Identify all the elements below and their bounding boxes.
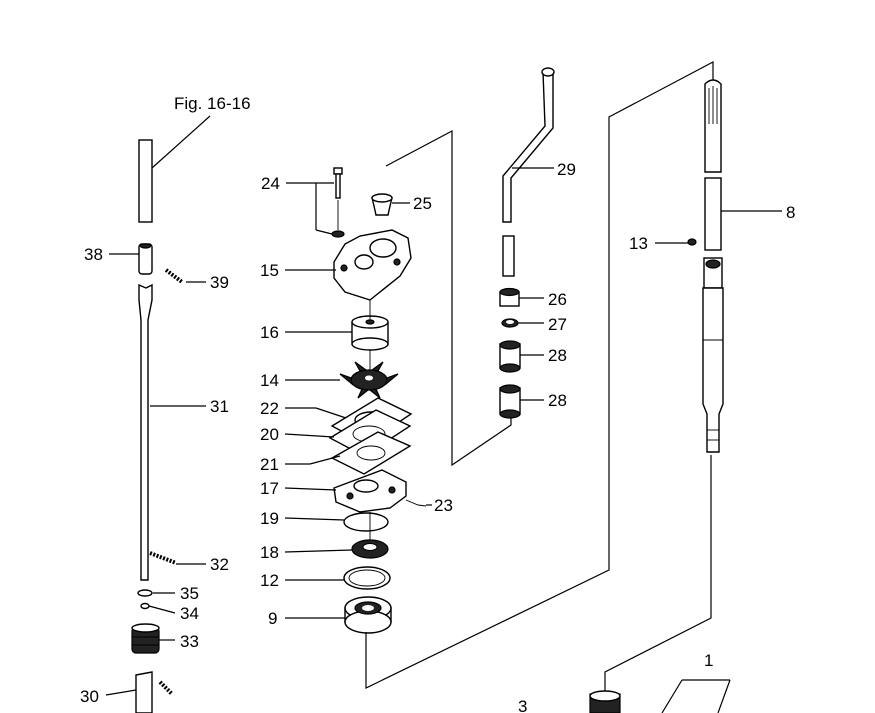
callout-16: 16 (260, 323, 279, 342)
part-8-drive-shaft-mid (704, 177, 722, 251)
upper-shift-rod (138, 139, 153, 223)
callout-25: 25 (413, 194, 432, 213)
part-38-top (139, 243, 152, 249)
part-35-oring (137, 589, 153, 597)
callout-28b: 28 (548, 391, 567, 410)
callout-20: 20 (260, 425, 279, 444)
part-13-key (687, 238, 697, 246)
callout-38: 38 (84, 245, 103, 264)
part-32-pin (149, 551, 177, 565)
drive-shaft-assembly (687, 79, 724, 453)
callout-24: 24 (261, 174, 280, 193)
callout-15: 15 (260, 261, 279, 280)
callout-18: 18 (260, 543, 279, 562)
part-12-ring (343, 566, 391, 590)
callout-33: 33 (180, 632, 199, 651)
callout-1: 1 (704, 651, 713, 670)
pump-to-tube-bracket (385, 130, 512, 467)
callout-3: 3 (518, 697, 527, 713)
part-29-water-tube (502, 71, 554, 223)
callout-29: 29 (557, 160, 576, 179)
callout-8: 8 (786, 203, 795, 222)
callout-23: 23 (434, 496, 453, 515)
callout-21: 21 (260, 455, 279, 474)
part-23-pin (405, 499, 427, 507)
callout-34: 34 (180, 604, 199, 623)
figure-title-leader (151, 115, 211, 169)
callout-19: 19 (260, 509, 279, 528)
water-pump-assembly (328, 167, 427, 634)
part-39-pin (164, 268, 184, 284)
figure-title: Fig. 16-16 (174, 94, 251, 113)
callout-9: 9 (268, 609, 277, 628)
water-tube-lower (502, 235, 515, 277)
callout-26: 26 (548, 290, 567, 309)
part-24-bolt-head (333, 167, 343, 175)
part-21-gasket (330, 431, 412, 475)
callout-28a: 28 (548, 346, 567, 365)
part-24-bolt (335, 173, 341, 199)
lower-housing (589, 679, 731, 713)
water-tube-assembly (499, 67, 555, 419)
part-30-cam (135, 671, 153, 713)
part-19-oring (343, 512, 389, 532)
shift-rod-assembly (131, 139, 184, 713)
callout-17: 17 (260, 479, 279, 498)
callout-12: 12 (260, 571, 279, 590)
part-24-washer (331, 230, 345, 238)
part-34-washer (140, 602, 150, 610)
bearing-to-driveshaft-bracket (365, 61, 714, 689)
driveshaft-to-housing-bracket (604, 455, 712, 694)
callout-13: 13 (629, 234, 648, 253)
callout-39: 39 (210, 273, 229, 292)
callout-30: 30 (80, 687, 99, 706)
drive-shaft-lower (702, 287, 724, 453)
callout-14: 14 (260, 371, 279, 390)
callout-27: 27 (548, 315, 567, 334)
part-31-shift-rod (138, 283, 153, 581)
callout-35: 35 (180, 584, 199, 603)
callout-31: 31 (210, 397, 229, 416)
callout-32: 32 (210, 555, 229, 574)
part-14-impeller (339, 361, 399, 399)
callout-22: 22 (260, 399, 279, 418)
